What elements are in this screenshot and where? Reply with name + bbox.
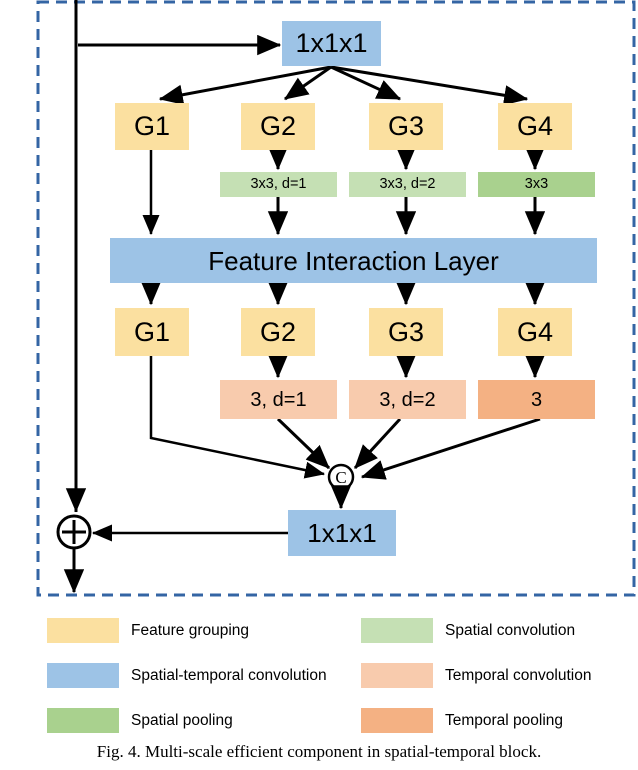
node-temporal-conv-d1-label: 3, d=1 (250, 388, 307, 411)
node-temporal-conv-d2[interactable]: 3, d=2 (349, 380, 466, 419)
node-spatial-conv-d2[interactable]: 3x3, d=2 (349, 172, 466, 197)
legend-label-spatial-temporal-convolution: Spatial-temporal convolution (131, 666, 327, 684)
figure-caption: Fig. 4. Multi-scale efficient component … (96, 742, 542, 761)
legend-swatch-spatial-pooling (47, 708, 119, 733)
node-group-1b-label: G1 (133, 316, 171, 347)
legend-swatch-temporal-convolution (361, 663, 433, 688)
legend-item-spatial-pooling: Spatial pooling (47, 708, 233, 733)
legend-label-feature-grouping: Feature grouping (131, 621, 250, 639)
node-spatial-conv-d1[interactable]: 3x3, d=1 (220, 172, 337, 197)
node-group-3b-label: G3 (387, 316, 425, 347)
node-group-2a-label: G2 (259, 111, 297, 141)
node-temporal-pooling[interactable]: 3 (478, 380, 595, 419)
legend-item-temporal-convolution: Temporal convolution (361, 663, 591, 688)
legend-label-spatial-pooling: Spatial pooling (131, 711, 233, 729)
node-feature-interaction-layer-label: Feature Interaction Layer (208, 245, 499, 276)
arrow-temporal-1-to-concat (276, 417, 331, 470)
legend-item-spatial-convolution: Spatial convolution (361, 618, 575, 643)
legend-swatch-temporal-pooling (361, 708, 433, 733)
node-bottom-conv[interactable]: 1x1x1 (288, 510, 396, 556)
node-group-2b-label: G2 (259, 316, 297, 347)
node-temporal-conv-d2-label: 3, d=2 (379, 388, 436, 411)
arrow-topconv-to-g1 (158, 65, 332, 105)
node-group-4a[interactable]: G4 (498, 103, 572, 150)
legend-item-spatial-temporal-convolution: Spatial-temporal convolution (47, 663, 327, 688)
node-spatial-conv-d2-label: 3x3, d=2 (379, 176, 436, 193)
arrow-temporal-3-to-concat (360, 417, 541, 480)
arrow-topconv-to-g4 (330, 65, 529, 106)
node-temporal-conv-d1[interactable]: 3, d=1 (220, 380, 337, 419)
arrow-topconv-to-g3 (330, 65, 402, 101)
node-spatial-pooling[interactable]: 3x3 (478, 172, 595, 197)
legend-swatch-feature-grouping (47, 618, 119, 643)
node-group-2a[interactable]: G2 (241, 103, 315, 150)
node-group-2b[interactable]: G2 (241, 308, 315, 356)
node-group-4a-label: G4 (516, 111, 554, 141)
arrow-temporal-2-to-concat (353, 417, 402, 470)
node-group-3b[interactable]: G3 (369, 308, 443, 356)
node-group-3a[interactable]: G3 (369, 103, 443, 150)
concat-node-label: C (335, 467, 347, 487)
arrow-topconv-to-g2 (284, 65, 332, 101)
legend-item-feature-grouping: Feature grouping (47, 618, 249, 643)
legend-swatch-spatial-convolution (361, 618, 433, 643)
legend-label-temporal-pooling: Temporal pooling (445, 711, 564, 729)
node-group-1b[interactable]: G1 (115, 308, 189, 356)
node-bottom-conv-label: 1x1x1 (307, 518, 377, 548)
node-spatial-pooling-label: 3x3 (524, 176, 549, 193)
node-top-conv[interactable]: 1x1x1 (282, 21, 381, 66)
node-temporal-pooling-label: 3 (530, 388, 543, 411)
node-group-1a[interactable]: G1 (115, 103, 189, 150)
legend-label-spatial-convolution: Spatial convolution (445, 621, 576, 639)
legend-swatch-spatial-temporal-convolution (47, 663, 119, 688)
legend-item-temporal-pooling: Temporal pooling (361, 708, 563, 733)
node-group-3a-label: G3 (387, 111, 425, 141)
dashed-container-border (36, 0, 636, 597)
legend-label-temporal-convolution: Temporal convolution (445, 666, 592, 684)
node-top-conv-label: 1x1x1 (295, 28, 368, 58)
node-group-4b[interactable]: G4 (498, 308, 572, 356)
node-spatial-conv-d1-label: 3x3, d=1 (250, 176, 307, 193)
concat-node-label-wrap[interactable]: C (329, 465, 353, 489)
arrow-g1b-to-concat (149, 356, 325, 479)
add-node-plus-glyph (62, 520, 86, 544)
node-group-1a-label: G1 (133, 111, 171, 141)
node-feature-interaction-layer[interactable]: Feature Interaction Layer (110, 238, 597, 283)
node-group-4b-label: G4 (516, 316, 554, 347)
